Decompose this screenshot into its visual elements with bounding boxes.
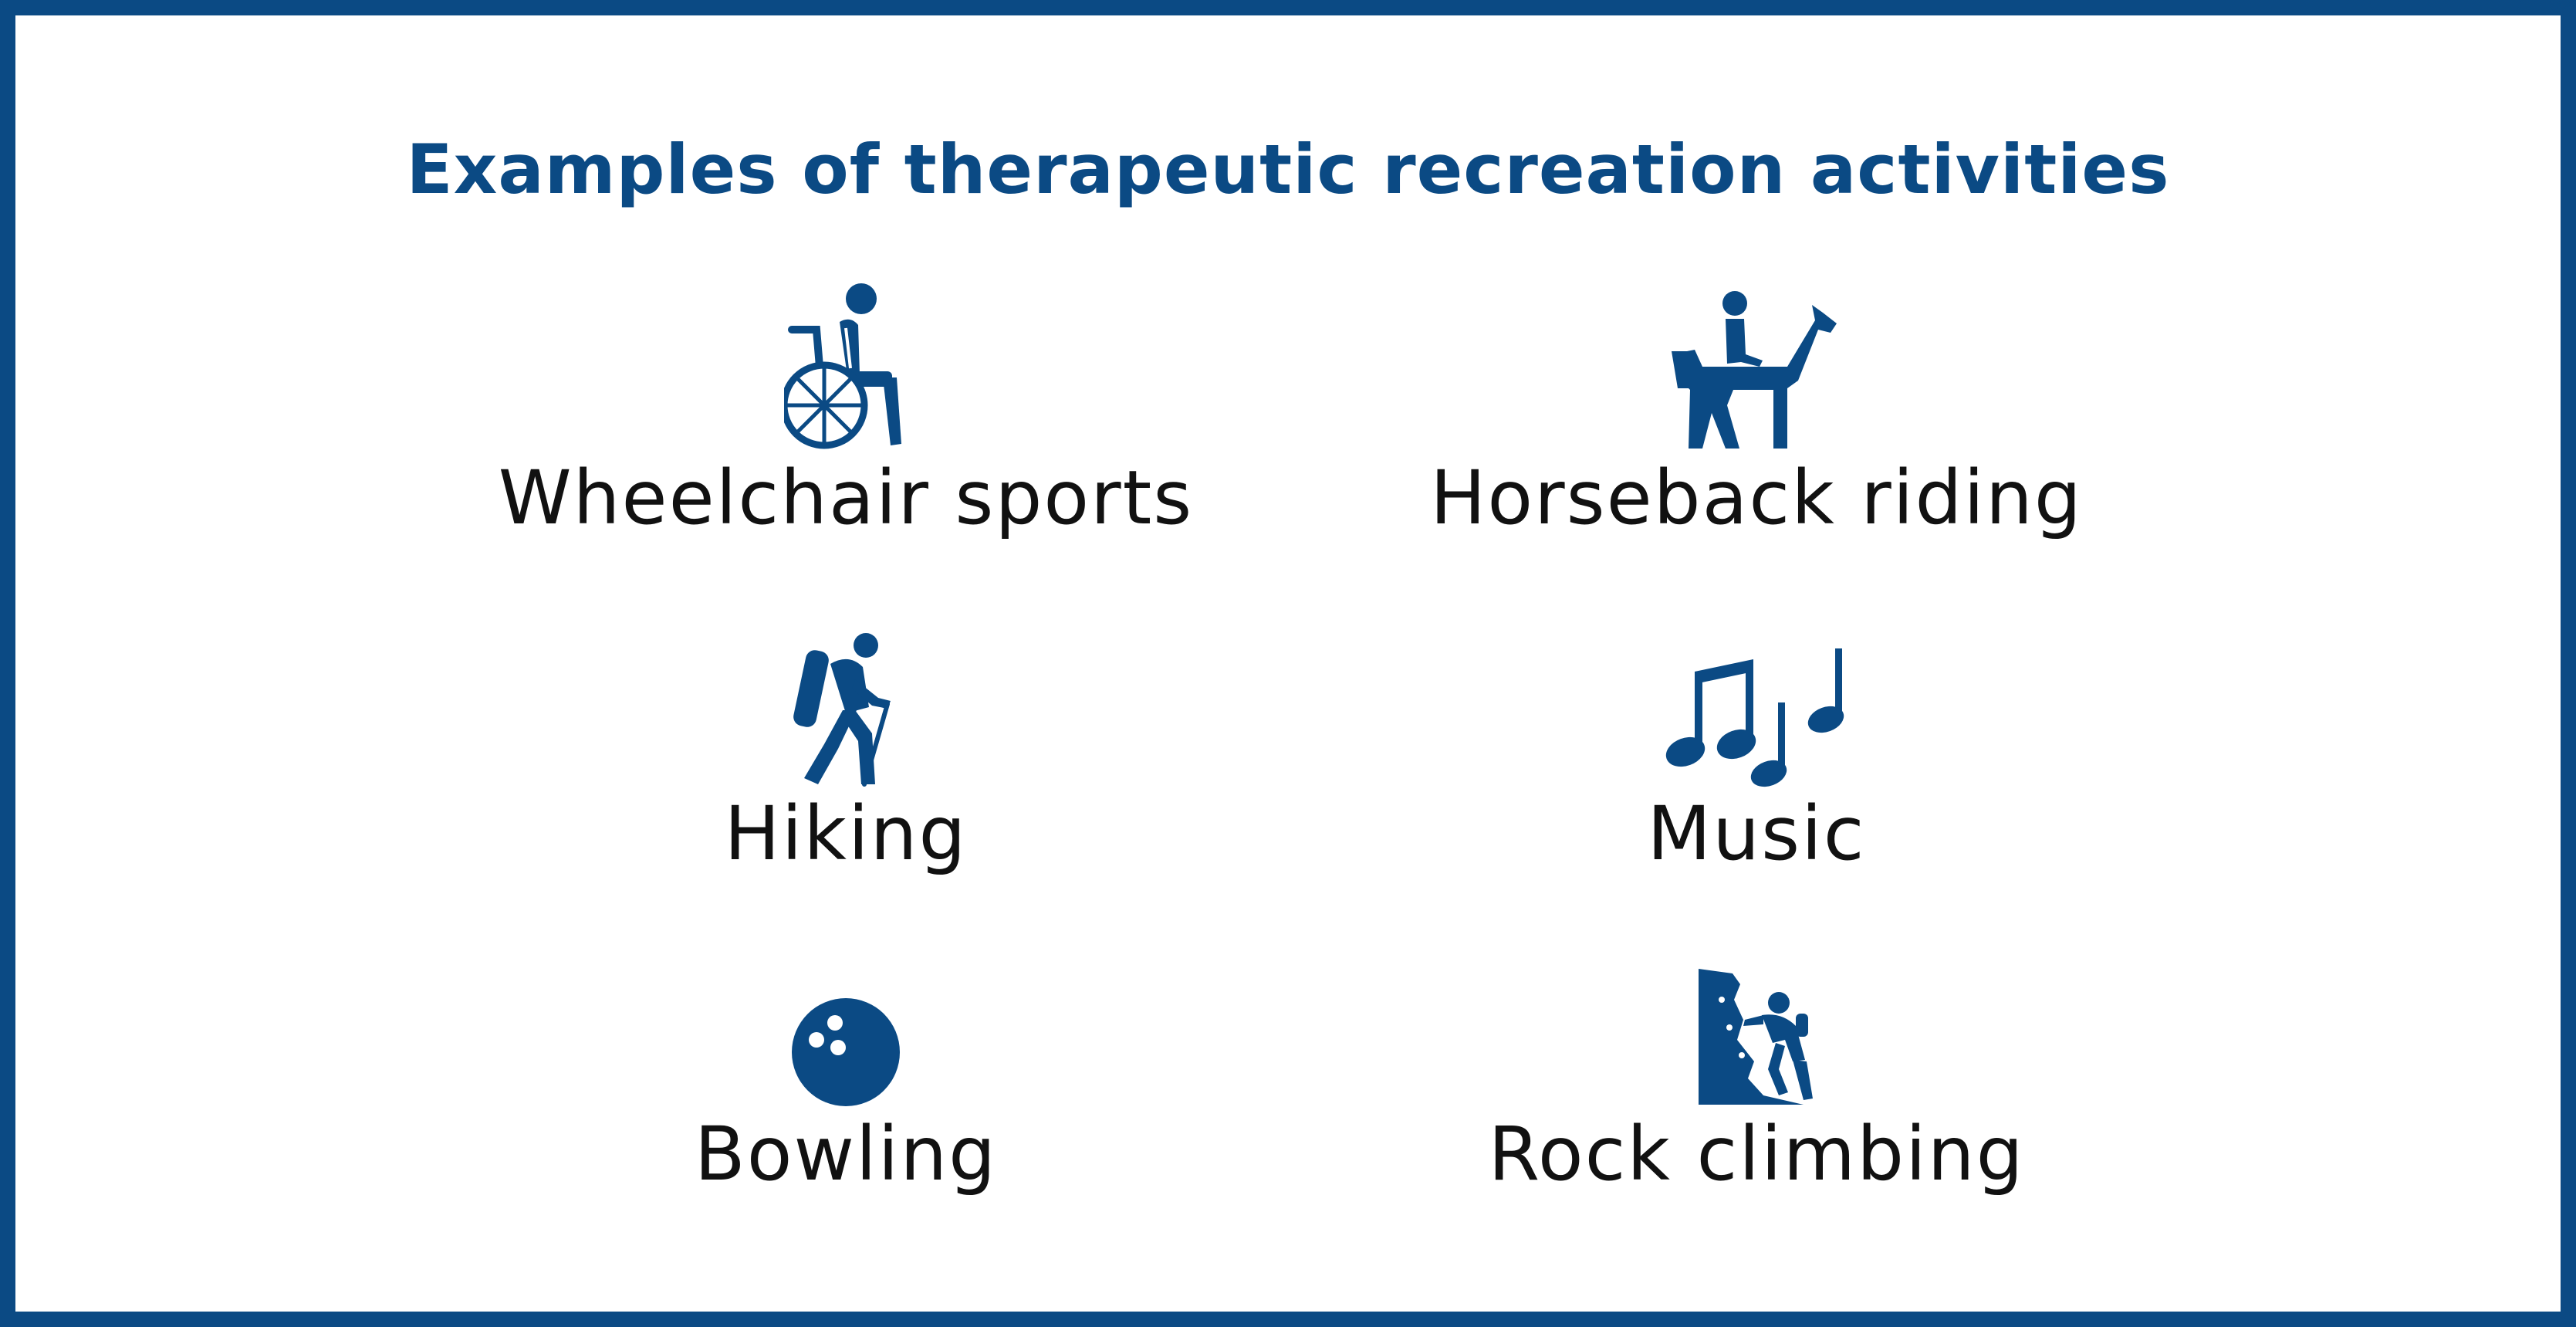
bowling-ball-icon xyxy=(745,938,946,1108)
activity-wheelchair-sports: Wheelchair sports xyxy=(421,282,1270,541)
activity-label: Music xyxy=(1647,790,1866,877)
activity-label: Horseback riding xyxy=(1430,455,2083,541)
activity-bowling: Bowling xyxy=(421,938,1270,1197)
music-notes-icon xyxy=(1656,618,1857,787)
activity-label: Wheelchair sports xyxy=(498,455,1194,541)
horse-rider-icon xyxy=(1656,282,1857,452)
activity-hiking: Hiking xyxy=(421,618,1270,877)
activity-label: Bowling xyxy=(694,1111,998,1197)
wheelchair-icon xyxy=(745,282,946,452)
rock-climber-icon xyxy=(1656,938,1857,1108)
activity-horseback-riding: Horseback riding xyxy=(1332,282,2181,541)
activity-label: Hiking xyxy=(724,790,968,877)
hiker-icon xyxy=(745,618,946,787)
activity-music: Music xyxy=(1332,618,2181,877)
activity-label: Rock climbing xyxy=(1488,1111,2025,1197)
activity-rock-climbing: Rock climbing xyxy=(1332,938,2181,1197)
page-title: Examples of therapeutic recreation activ… xyxy=(406,130,2170,209)
